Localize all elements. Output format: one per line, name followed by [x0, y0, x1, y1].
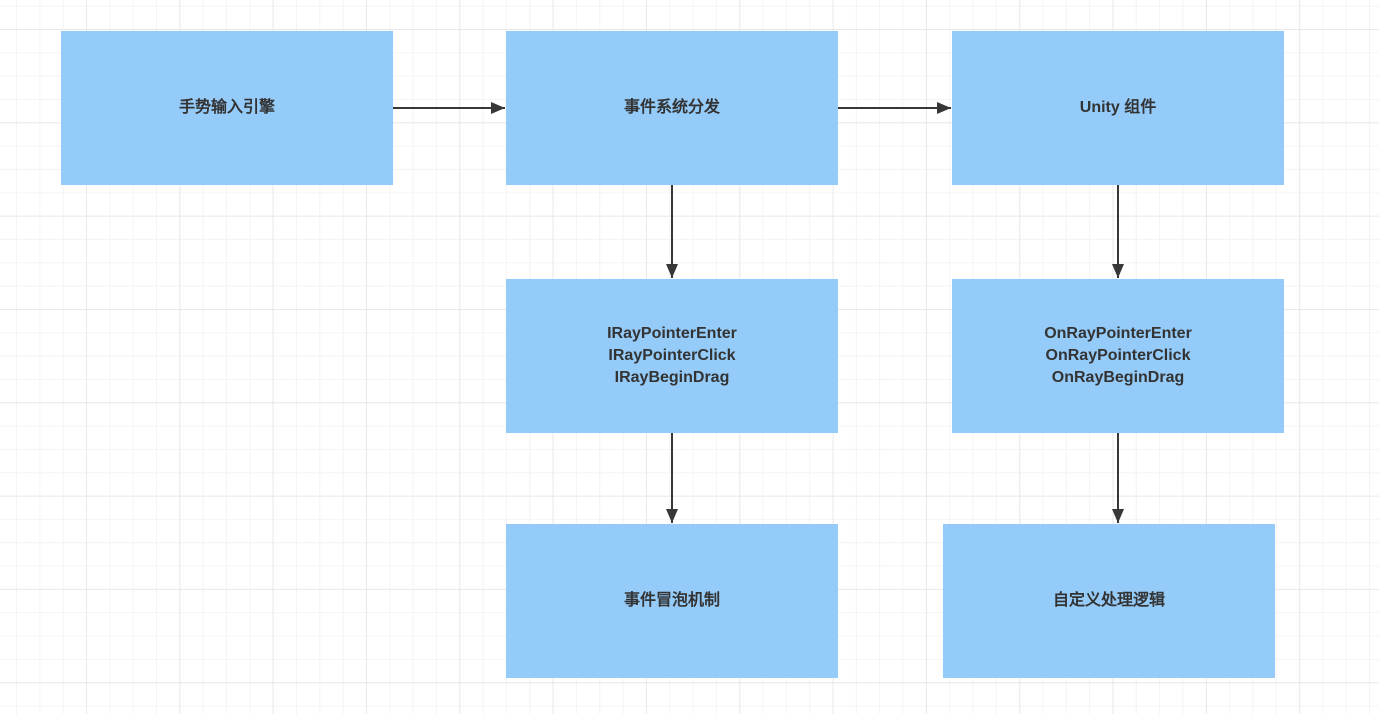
node-label-line: 事件系统分发 — [623, 99, 720, 116]
node-label-line: OnRayBeginDrag — [1051, 369, 1185, 386]
node-event-system-dispatch[interactable]: 事件系统分发 — [506, 31, 838, 185]
node-label-line: IRayPointerClick — [608, 347, 736, 364]
node-label: Unity 组件 — [1080, 97, 1156, 119]
node-label: 自定义处理逻辑 — [1053, 590, 1165, 612]
node-label-line: 自定义处理逻辑 — [1052, 592, 1165, 609]
node-custom-logic[interactable]: 自定义处理逻辑 — [943, 524, 1275, 678]
node-iray-interfaces[interactable]: IRayPointerEnter IRayPointerClick IRayBe… — [506, 279, 838, 433]
node-onray-handlers[interactable]: OnRayPointerEnter OnRayPointerClick OnRa… — [952, 279, 1284, 433]
node-event-bubbling[interactable]: 事件冒泡机制 — [506, 524, 838, 678]
node-label-line: IRayBeginDrag — [614, 369, 730, 386]
node-label: 事件系统分发 — [624, 97, 720, 119]
node-label-line: IRayPointerEnter — [607, 325, 737, 342]
node-label: OnRayPointerEnter OnRayPointerClick OnRa… — [1044, 323, 1192, 389]
node-label-line: OnRayPointerClick — [1045, 347, 1191, 364]
node-gesture-input-engine[interactable]: 手势输入引擎 — [61, 31, 393, 185]
node-label-line: 手势输入引擎 — [178, 99, 275, 116]
node-label-line: OnRayPointerEnter — [1044, 325, 1192, 342]
node-label: 事件冒泡机制 — [624, 590, 720, 612]
node-label: IRayPointerEnter IRayPointerClick IRayBe… — [607, 323, 737, 389]
node-label-line: 事件冒泡机制 — [623, 592, 720, 609]
node-label-line: Unity 组件 — [1079, 99, 1157, 116]
node-unity-component[interactable]: Unity 组件 — [952, 31, 1284, 185]
node-label: 手势输入引擎 — [179, 97, 275, 119]
